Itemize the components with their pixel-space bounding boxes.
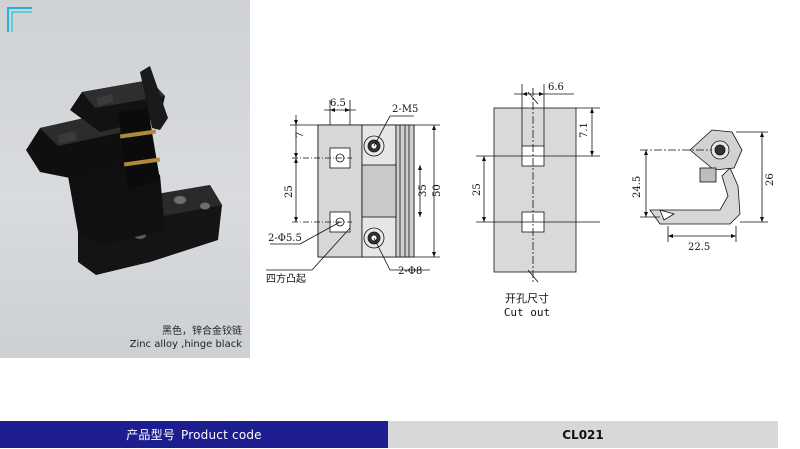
- product-code-label-en: Product code: [181, 427, 262, 442]
- dim-cutout-top-offset: 7.1: [579, 122, 590, 138]
- dim-front-top-offset: 7: [295, 132, 306, 138]
- side-view-body: [649, 167, 741, 225]
- product-code-bar: 产品型号 Product code CL021: [0, 421, 778, 448]
- product-code-value: CL021: [388, 421, 778, 448]
- dim-front-thread: 2-M5: [392, 104, 418, 115]
- product-code-label-zh: 产品型号: [126, 428, 176, 442]
- photo-caption-zh: 黑色，锌合金铰链: [162, 326, 242, 337]
- dim-front-inner-height: 35: [418, 184, 429, 197]
- technical-drawing: 6.5 2-M5 7 25 2-Φ5.5 四方凸起 2-Φ8 35 50 6.6…: [266, 82, 776, 285]
- dim-front-total-height: 50: [432, 184, 443, 197]
- dim-front-width: 6.5: [330, 98, 346, 109]
- cutout-label-zh: 开孔尺寸: [505, 292, 549, 305]
- dim-side-height-a: 24.5: [632, 176, 643, 198]
- photo-caption-en: Zinc alloy ,hinge black: [129, 339, 242, 350]
- cutout-view-body: [493, 107, 577, 273]
- dim-side-height-b: 26: [765, 173, 776, 186]
- dim-front-hole-dia: 2-Φ5.5: [268, 233, 302, 244]
- corner-bracket-icon: [7, 7, 32, 32]
- dim-front-pitch: 25: [284, 185, 295, 198]
- hinge-photo: [26, 66, 222, 275]
- dim-cutout-width: 6.6: [548, 82, 564, 93]
- product-code-label: 产品型号 Product code: [0, 421, 388, 448]
- dim-cutout-pitch: 25: [472, 183, 483, 196]
- product-photo-panel: 黑色，锌合金铰链 Zinc alloy ,hinge black: [0, 0, 250, 358]
- dim-side-width: 22.5: [688, 242, 710, 253]
- cutout-label-en: Cut out: [503, 306, 551, 319]
- dim-front-counterbore: 2-Φ8: [398, 266, 422, 277]
- dim-front-bosses: 四方凸起: [266, 272, 306, 285]
